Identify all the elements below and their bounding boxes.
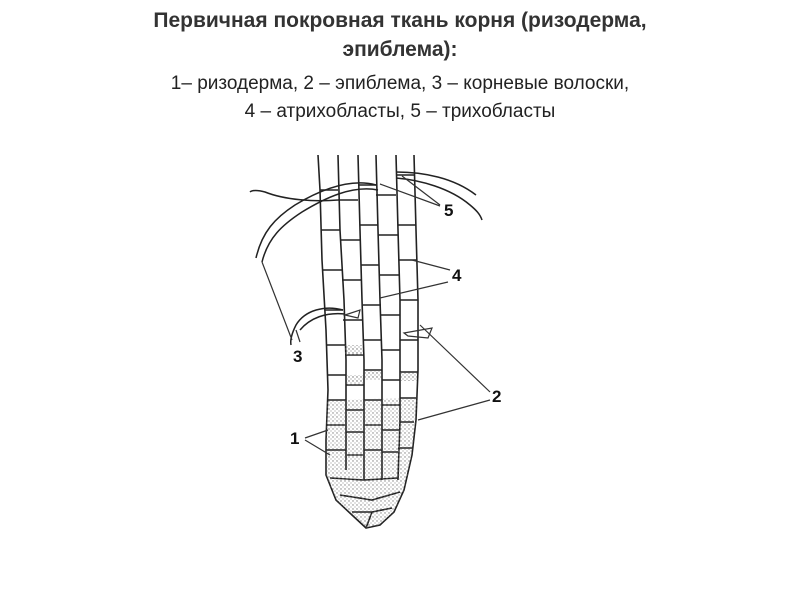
legend-line-1: 1– ризодерма, 2 – эпиблема, 3 – корневые… <box>170 73 630 94</box>
legend-caption: 1– ризодерма, 2 – эпиблема, 3 – корневые… <box>0 70 800 126</box>
legend-line-2: 4 – атрихобласты, 5 – трихобласты <box>244 101 556 122</box>
root-hairs <box>249 171 483 346</box>
label-4: 4 <box>452 266 462 285</box>
meristem-zone <box>326 345 418 528</box>
label-2: 2 <box>492 387 501 406</box>
label-1: 1 <box>290 429 299 448</box>
title-line-2: эпиблема): <box>342 38 458 61</box>
label-5: 5 <box>444 201 453 220</box>
small-cells-highlight <box>342 309 433 339</box>
leader-lines <box>261 175 491 456</box>
title-line-1: Первичная покровная ткань корня (ризодер… <box>153 9 647 32</box>
label-3: 3 <box>293 347 302 366</box>
slide-header: Первичная покровная ткань корня (ризодер… <box>0 0 800 126</box>
